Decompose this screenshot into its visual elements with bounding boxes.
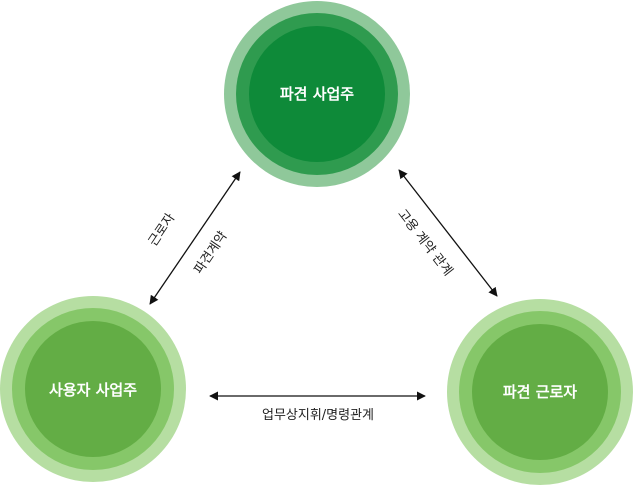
node-dispatch-worker-label: 파견 근로자 xyxy=(503,383,577,401)
node-dispatch-employer-label: 파견 사업주 xyxy=(280,85,354,103)
node-dispatch-employer-core xyxy=(249,26,385,162)
edge-arrow-right xyxy=(398,169,498,297)
node-user-employer-core xyxy=(25,321,161,457)
node-dispatch-worker-core xyxy=(472,324,608,460)
node-dispatch-worker: 파견 근로자 xyxy=(447,299,633,485)
edge-label-left-line2: 파견계약 xyxy=(192,229,231,277)
node-user-employer: 사용자 사업주 xyxy=(0,296,186,482)
edge-arrow-left xyxy=(149,171,241,305)
node-dispatch-employer: 파견 사업주 xyxy=(224,1,410,187)
edge-label-left-line1: 근로자 xyxy=(146,211,179,249)
edge-label-bottom: 업무상지휘/명령관계 xyxy=(262,408,374,423)
edge-label-right: 고용 계약 관계 xyxy=(394,207,455,279)
node-user-employer-label: 사용자 사업주 xyxy=(49,381,137,399)
